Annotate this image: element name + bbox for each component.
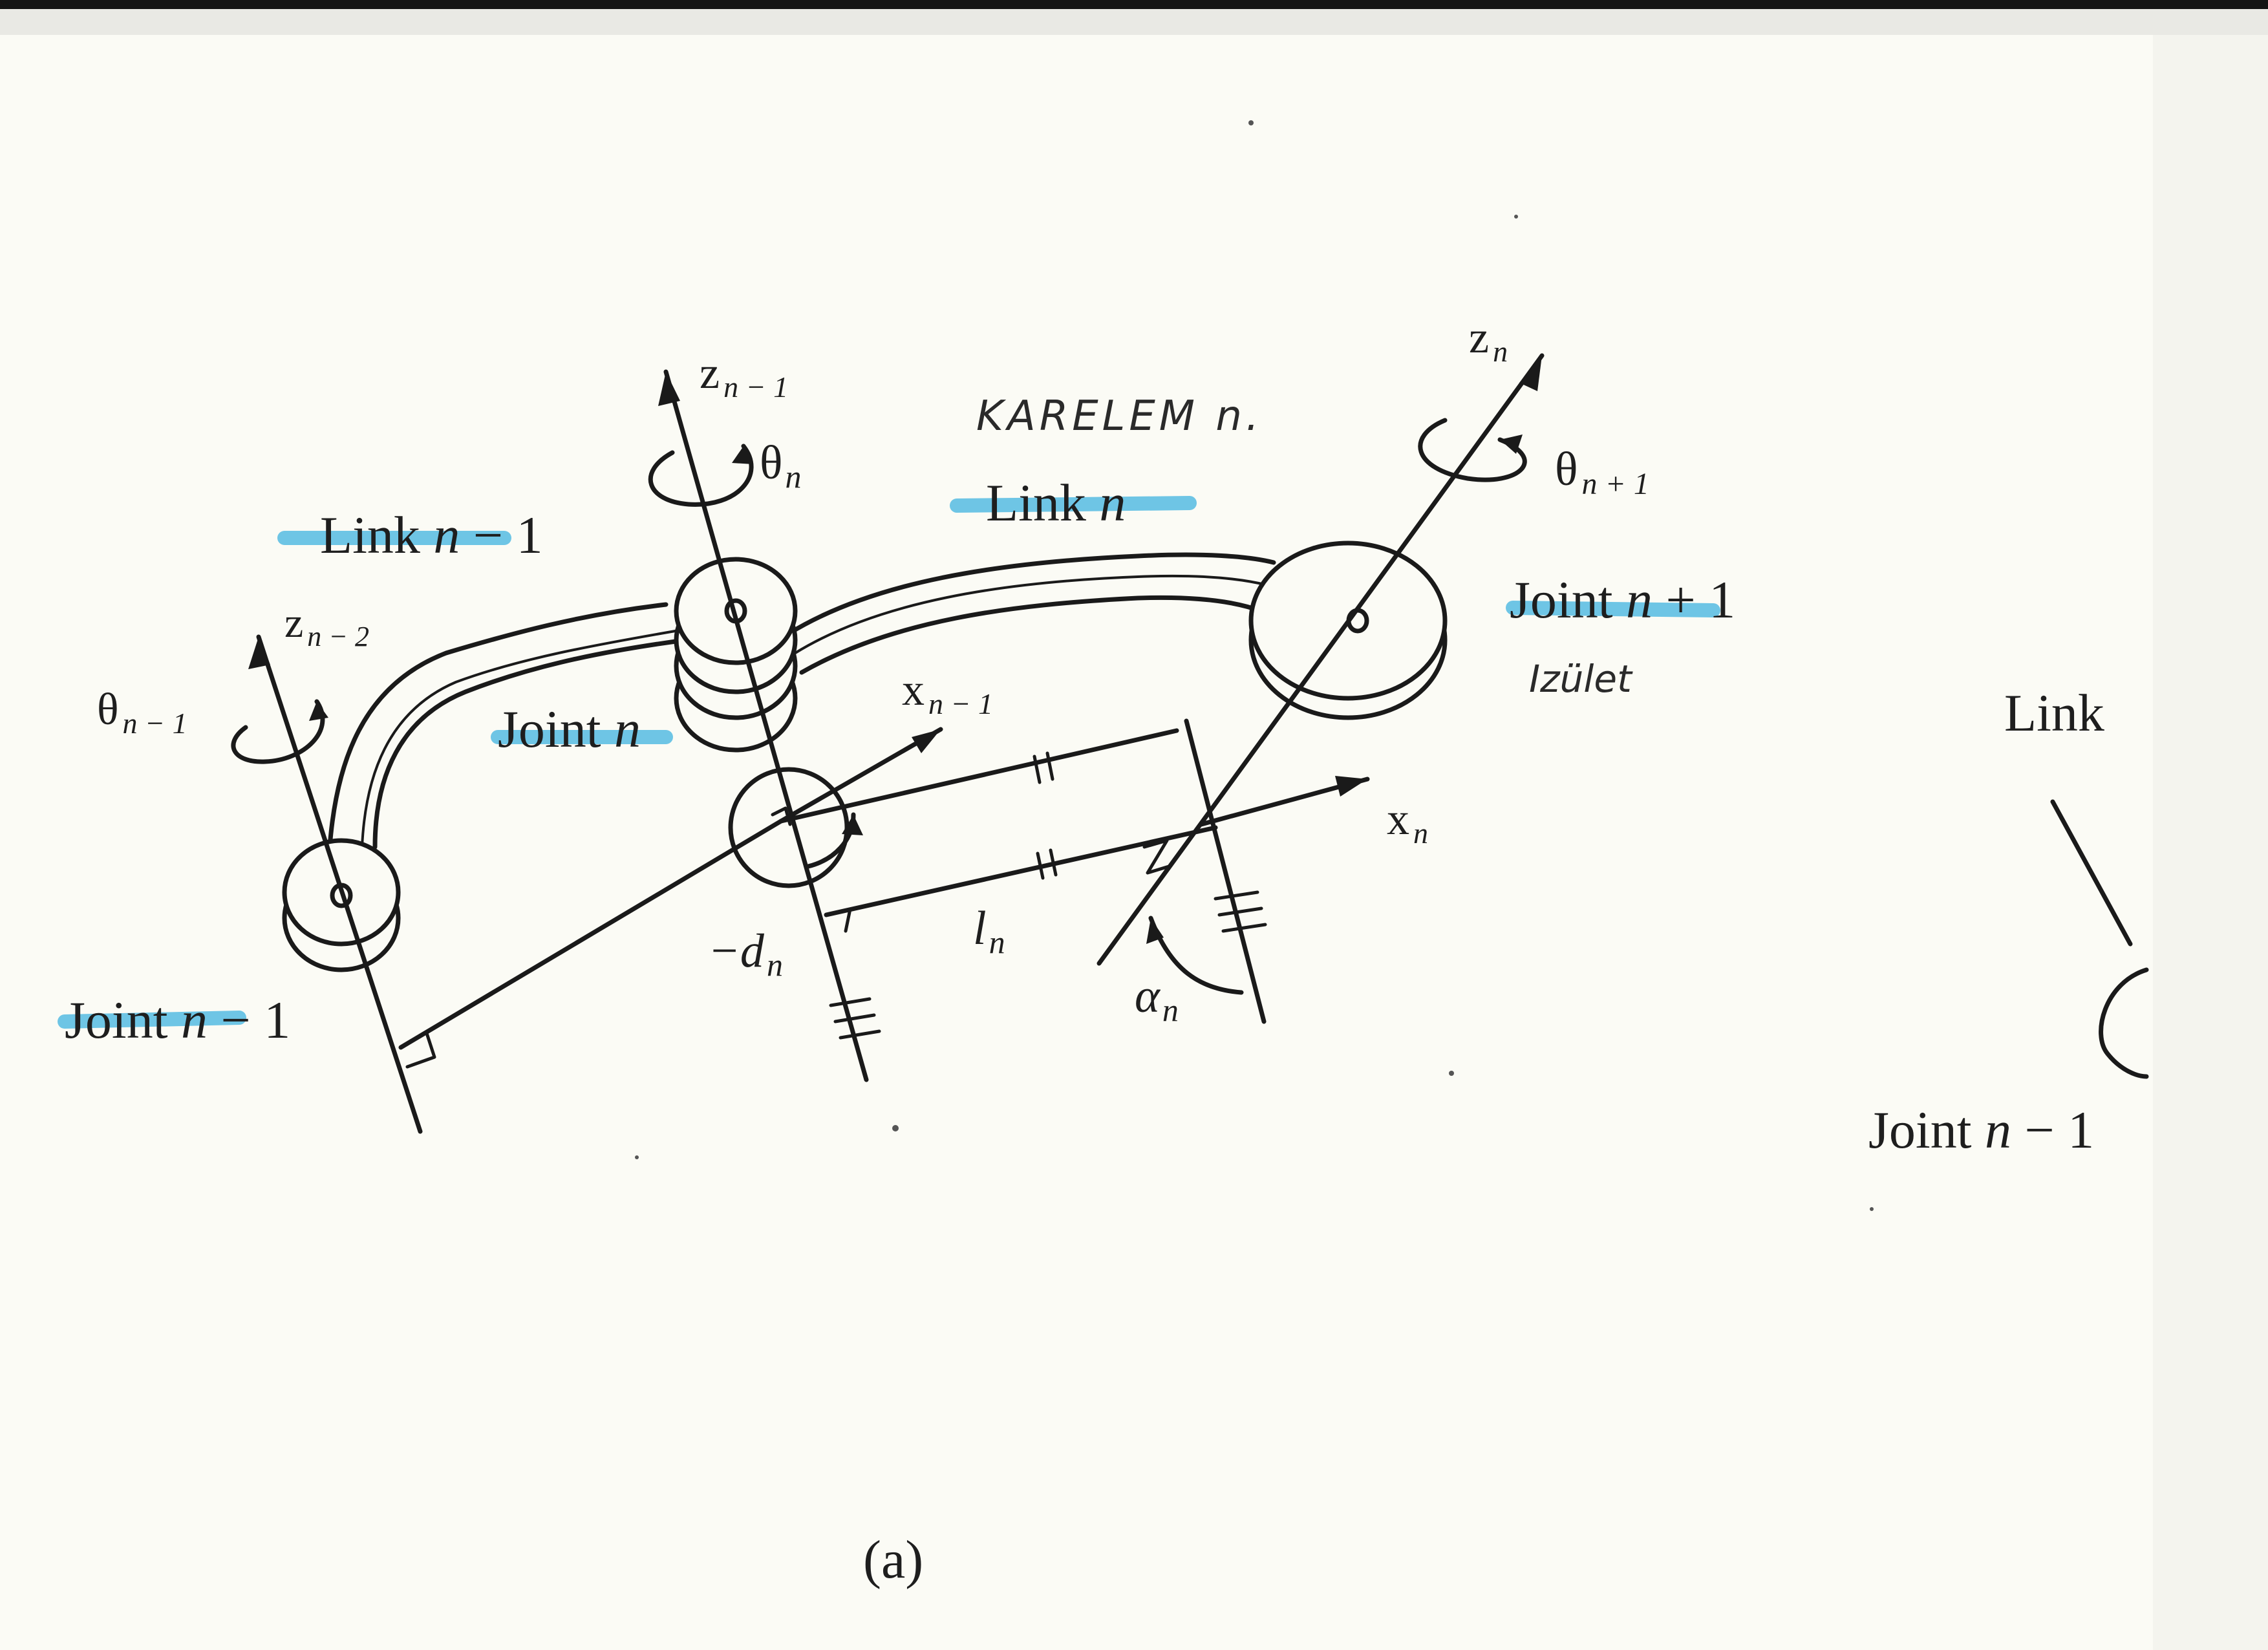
x-n-minus-1-arrowhead: [912, 729, 941, 753]
label-link-n-minus-1: Link n − 1: [320, 506, 543, 564]
common-normal-lower: [824, 825, 1218, 917]
z-n-minus-2-arrowhead: [248, 637, 270, 669]
top-scan-shadow: [0, 9, 2268, 35]
theta-n-plus-1-rotation: [1418, 418, 1527, 482]
projection-line: [398, 819, 784, 1050]
link-n-arm-inner: [799, 595, 1263, 675]
z-n-axis: [1097, 353, 1545, 966]
right-angle-mark-2: [824, 907, 852, 933]
z-n-minus-1-axis: [663, 369, 869, 1082]
figure-caption: (a): [863, 1530, 923, 1590]
theta-n-rotation: [648, 444, 754, 507]
x-n-arrowhead: [1335, 776, 1367, 797]
label-l-n: ln: [973, 902, 1005, 960]
link-n-arm-outer: [786, 552, 1276, 636]
theta-n-plus-1-arrowhead: [1500, 434, 1523, 454]
parallel-ticks: [1032, 751, 1058, 880]
right-page-edge: [2153, 35, 2268, 1650]
highlight-joint-n-minus-1: [58, 1011, 246, 1029]
z-n-minus-2-axis: [256, 634, 423, 1134]
link-n-arm-shade: [794, 574, 1268, 654]
theta-n-arrowhead: [732, 446, 753, 464]
handwritten-karelem: KARELEM n.: [976, 392, 1263, 440]
label-link-n: Link n: [986, 473, 1126, 532]
common-normal-upper: [778, 728, 1179, 824]
theta-n-minus-1-arrowhead: [309, 702, 328, 721]
axis-hatch-marks: [829, 890, 1267, 1040]
link-n-minus-1-arm-inner: [372, 638, 688, 850]
scan-specks: [635, 120, 1874, 1211]
origin-rotation-arrowhead: [842, 815, 863, 835]
alpha-reference-line: [1184, 718, 1267, 1024]
linkage-drawing: [231, 353, 1545, 1134]
label-alpha-n: αn: [1135, 970, 1179, 1028]
label-joint-n: Joint n: [498, 700, 641, 758]
edge-partial-drawing: [2050, 799, 2149, 1079]
label-joint-n-plus-1: Joint n + 1: [1510, 570, 1735, 629]
x-n-minus-1-axis: [778, 727, 943, 824]
top-scan-band: [0, 0, 2268, 9]
right-angle-mark-3: [771, 806, 792, 826]
link-n-minus-1-arm-outer: [327, 602, 669, 850]
highlighter-marks: [58, 496, 1720, 1029]
highlight-joint-n-plus-1: [1506, 601, 1720, 617]
perpendicular-mark: [1142, 839, 1171, 875]
right-angle-mark-1: [405, 1031, 436, 1069]
label-theta-n: θn: [760, 436, 801, 495]
handwritten-izulet: Izület: [1529, 657, 1633, 701]
highlight-link-n: [950, 496, 1197, 513]
edge-label-joint: Joint n − 1: [1868, 1100, 2094, 1159]
label-joint-n-minus-1: Joint n − 1: [65, 991, 290, 1049]
z-n-minus-1-arrowhead: [658, 372, 680, 406]
label-d-n: −dn: [708, 925, 783, 983]
theta-n-minus-1-rotation: [231, 699, 325, 764]
arrowheads: [248, 356, 1542, 944]
alpha-arrowhead: [1146, 918, 1164, 944]
z-n-arrowhead: [1519, 356, 1542, 391]
edge-label-link: Link: [2004, 683, 2104, 742]
link-n-minus-1-arm-shade: [361, 629, 680, 848]
